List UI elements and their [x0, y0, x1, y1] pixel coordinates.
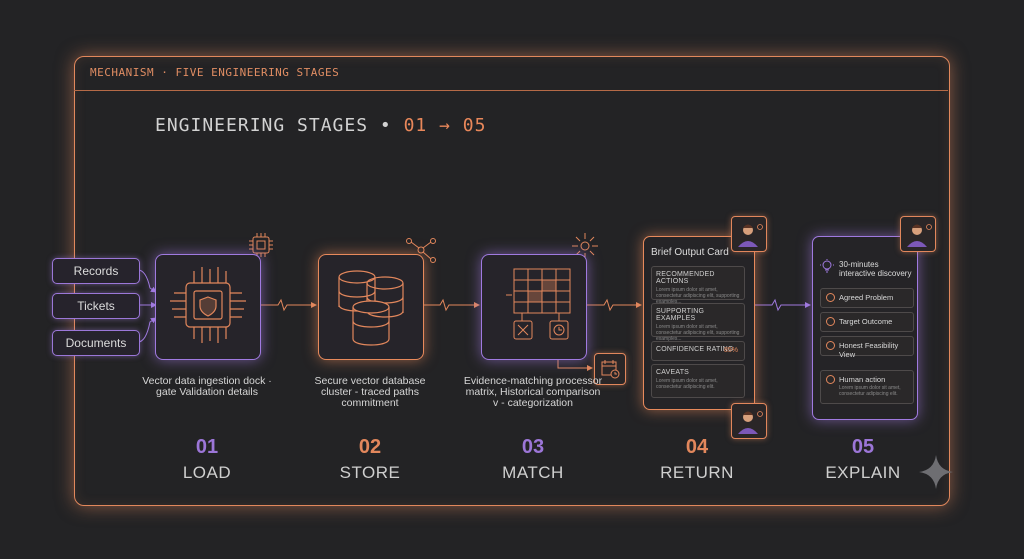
frame-header-divider — [74, 56, 948, 91]
check-icon — [826, 317, 835, 326]
discovery-item: Agreed Problem — [820, 288, 914, 308]
title-range: 01 → 05 — [403, 115, 487, 136]
avatar — [900, 216, 936, 252]
section-body: Lorem ipsum dolor sit amet, consectetur … — [656, 324, 740, 342]
discovery-item-label: Honest Feasibility View — [839, 341, 899, 359]
matrix-icon — [506, 268, 571, 340]
network-icon — [406, 238, 436, 263]
chip-icon — [249, 233, 273, 257]
check-icon — [826, 341, 835, 350]
stage-02-desc: Secure vector database cluster - traced … — [314, 375, 426, 409]
output-card-title: Brief Output Card — [651, 247, 729, 258]
stage-02-number: 02 — [358, 436, 382, 458]
input-tickets: Tickets — [52, 293, 140, 319]
section-heading: RECOMMENDED ACTIONS — [656, 271, 715, 285]
bulb-icon — [820, 259, 834, 273]
discovery-item: Honest Feasibility View — [820, 336, 914, 359]
stage-04-number: 04 — [685, 436, 709, 458]
avatar — [731, 403, 767, 439]
stage-02-label: STORE — [339, 463, 401, 482]
stage-01-desc: Vector data ingestion dock · gate Valida… — [142, 375, 272, 398]
stage-04-label: RETURN — [660, 463, 734, 482]
human-action-item: Human action Lorem ipsum dolor sit amet,… — [820, 370, 914, 404]
sparkle-icon — [919, 455, 953, 489]
discovery-item: Target Outcome — [820, 312, 914, 332]
section-caveats: CAVEATS Lorem ipsum dolor sit amet, cons… — [651, 364, 745, 398]
section-supporting-examples: SUPPORTING EXAMPLES Lorem ipsum dolor si… — [651, 303, 745, 342]
frame-label: MECHANISM · FIVE ENGINEERING STAGES — [90, 66, 340, 79]
section-body: Lorem ipsum dolor sit amet, consectetur … — [656, 287, 740, 305]
section-body: Lorem ipsum dolor sit amet, consectetur … — [656, 378, 718, 390]
stage-05-label: EXPLAIN — [825, 463, 901, 482]
section-recommended-actions: RECOMMENDED ACTIONS Lorem ipsum dolor si… — [651, 266, 745, 305]
section-heading: SUPPORTING EXAMPLES — [656, 308, 705, 322]
human-action-heading: Human action — [839, 375, 886, 384]
input-documents: Documents — [52, 330, 140, 356]
stage-05-number: 05 — [851, 436, 875, 458]
section-confidence-rating: CONFIDENCE RATING 85% — [651, 341, 745, 361]
brief-output-card: Brief Output Card RECOMMENDED ACTIONS Lo… — [643, 236, 755, 410]
discovery-item-label: Agreed Problem — [839, 293, 894, 302]
human-action-body: Lorem ipsum dolor sit amet, consectetur … — [839, 385, 901, 397]
avatar — [731, 216, 767, 252]
input-records: Records — [52, 258, 140, 284]
title-prefix: ENGINEERING STAGES • — [155, 115, 392, 136]
discovery-item-label: Target Outcome — [839, 317, 893, 326]
stage-01-box — [155, 254, 261, 360]
stage-03-label: MATCH — [502, 463, 564, 482]
discovery-card: 30-minutes interactive discovery Agreed … — [812, 236, 918, 420]
stage-03-desc: Evidence-matching processor matrix, Hist… — [463, 375, 603, 409]
confidence-value: 85% — [723, 347, 738, 354]
processor-shield-icon — [170, 267, 246, 343]
calendar-icon — [594, 353, 626, 385]
page-title: ENGINEERING STAGES • 01 → 05 — [155, 115, 486, 136]
stage-02-box — [318, 254, 424, 360]
stage-01-number: 01 — [195, 436, 219, 458]
check-icon — [826, 375, 835, 384]
discovery-card-title: 30-minutes interactive discovery — [839, 260, 912, 278]
check-icon — [826, 293, 835, 302]
section-heading: CAVEATS — [656, 369, 690, 376]
stage-03-number: 03 — [521, 436, 545, 458]
database-icon — [338, 270, 404, 346]
stage-01-label: LOAD — [182, 463, 232, 482]
section-heading: CONFIDENCE RATING — [656, 346, 734, 353]
stage-03-box — [481, 254, 587, 360]
input-connectors — [137, 269, 157, 343]
